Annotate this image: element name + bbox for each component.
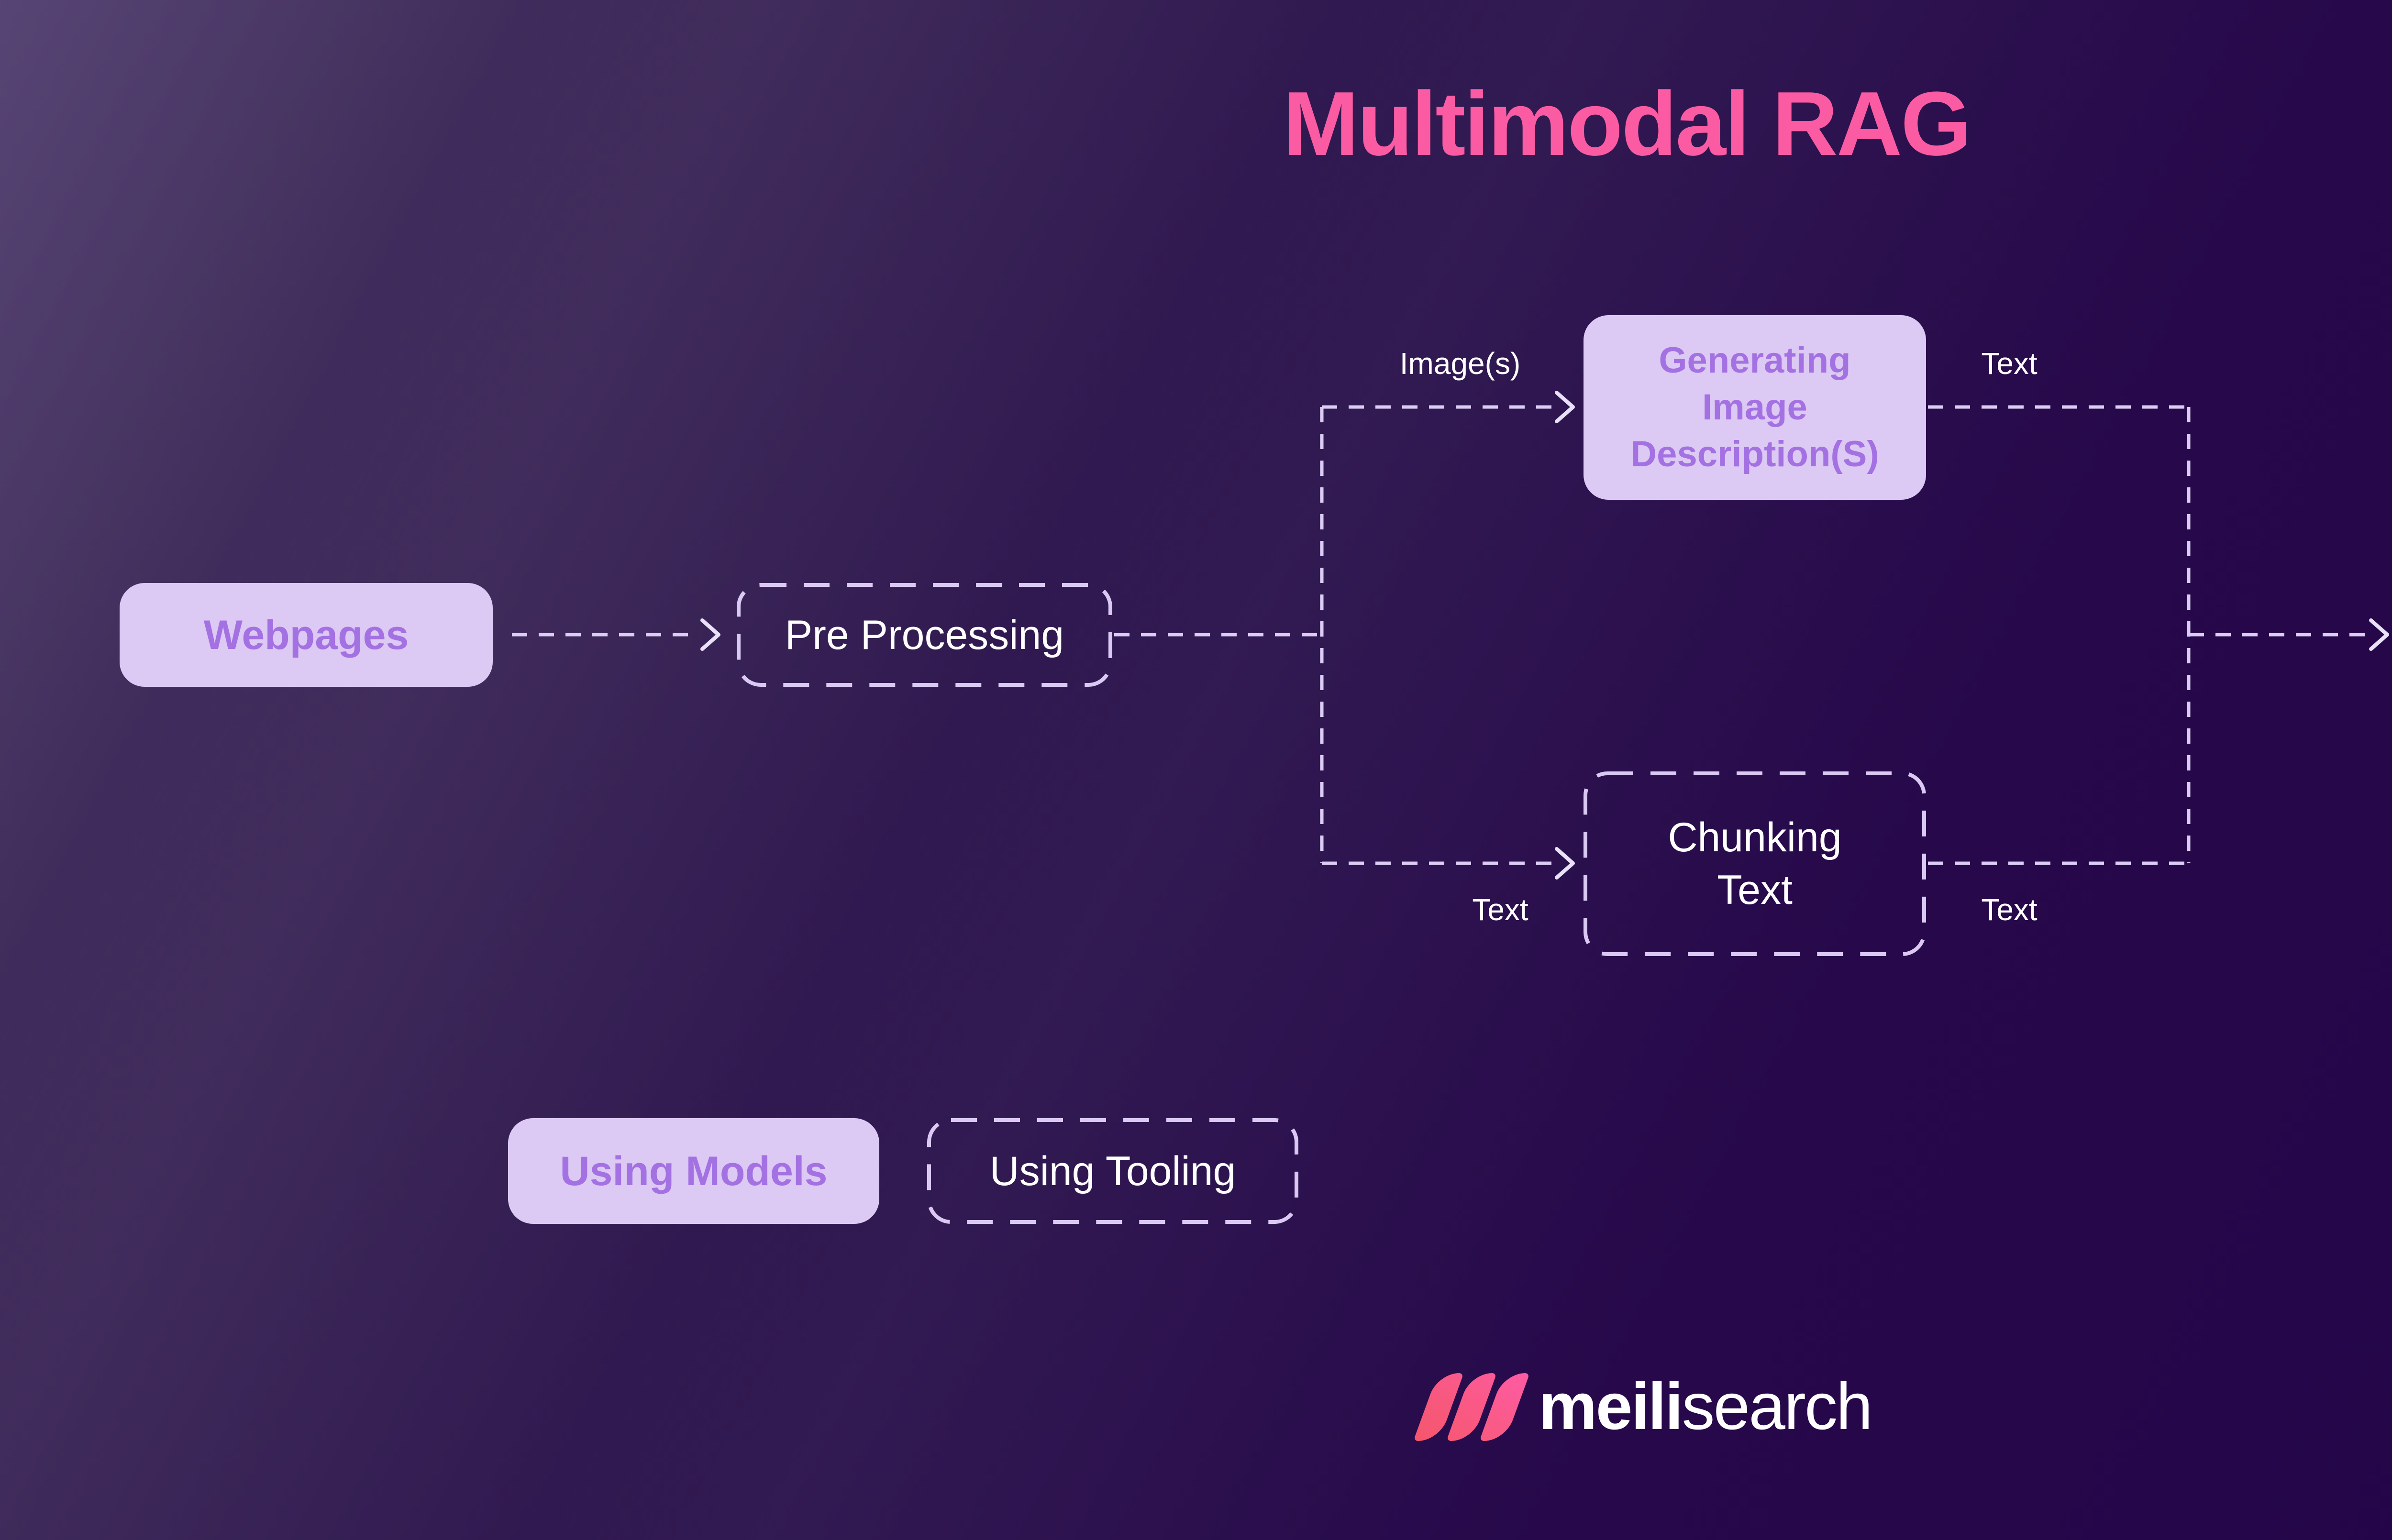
edge-label-images: Image(s): [1399, 346, 1521, 381]
wordmark-search: search: [1682, 1370, 1872, 1443]
legend-using-tooling: Using Tooling: [927, 1118, 1298, 1224]
chunking-text-border: [1584, 771, 1926, 956]
meilisearch-logo-icon: [1412, 1373, 1530, 1441]
node-generating-image-descriptions-label: Generating Image Description(S): [1630, 340, 1879, 474]
node-pre-processing-label: Pre Processing: [785, 612, 1064, 658]
node-webpages-label: Webpages: [203, 612, 409, 658]
node-webpages: Webpages: [120, 583, 493, 687]
pre-processing-border: [737, 583, 1112, 687]
arrowhead-preprocessing: [700, 618, 720, 651]
page-title: Multimodal RAG: [1283, 73, 1971, 175]
legend-using-tooling-label: Using Tooling: [989, 1148, 1236, 1194]
edge-label-text-bottom-left: Text: [1472, 892, 1528, 927]
edge-label-text-top-right: Text: [1981, 346, 2038, 381]
legend-tooling-border: [927, 1118, 1298, 1224]
legend-using-models: Using Models: [508, 1118, 879, 1224]
node-chunking-text-label: Chunking Text: [1668, 814, 1842, 913]
legend-using-models-label: Using Models: [560, 1148, 828, 1194]
node-pre-processing: Pre Processing: [737, 583, 1112, 687]
meilisearch-wordmark: meilisearch: [1539, 1369, 1873, 1445]
arrowhead-embedding: [2369, 618, 2389, 651]
node-chunking-text: Chunking Text: [1584, 771, 1926, 956]
node-generating-image-descriptions: Generating Image Description(S): [1584, 315, 1926, 500]
arrowhead-generating: [1555, 391, 1575, 423]
wordmark-meili: meili: [1539, 1370, 1683, 1443]
arrowhead-chunking: [1555, 847, 1575, 880]
edge-label-text-bottom-right: Text: [1981, 892, 2038, 927]
meilisearch-logo: meilisearch: [1412, 1369, 1873, 1445]
